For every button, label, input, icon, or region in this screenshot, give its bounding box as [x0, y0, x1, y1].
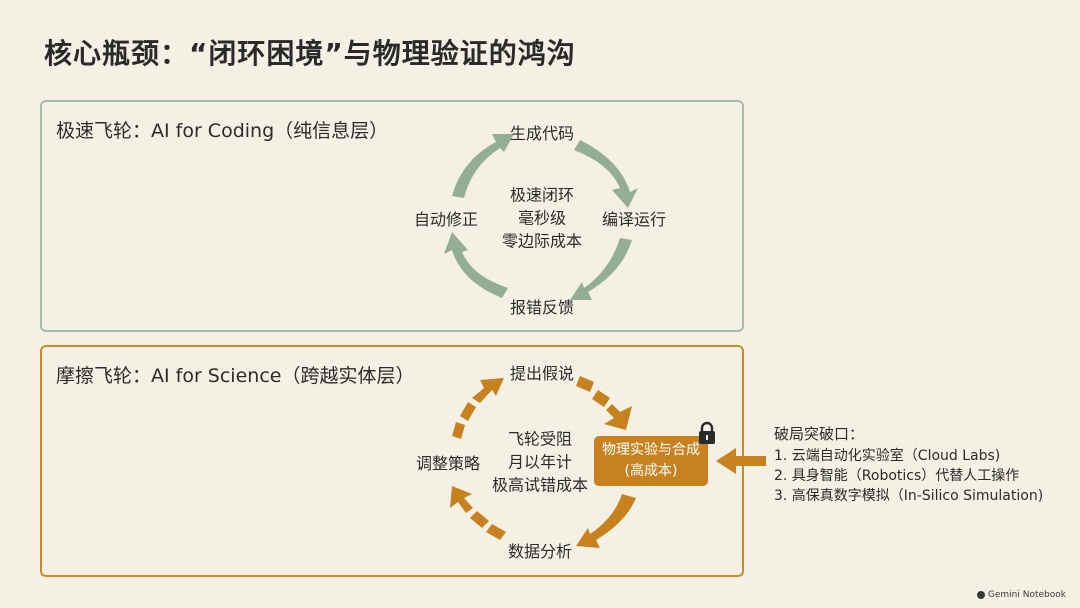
box-sublabel: (高成本)	[624, 463, 678, 479]
arrow-experiment-to-analysis	[576, 494, 636, 548]
arrow-fix-to-generate	[452, 134, 514, 198]
breakthrough-item: 3. 高保真数字模拟（In-Silico Simulation)	[774, 488, 1044, 504]
center-line: 飞轮受阻	[507, 429, 573, 449]
science-cycle-center: 飞轮受阻 月以年计 极高试错成本	[492, 428, 588, 497]
science-cycle-arrows	[450, 376, 766, 548]
node-compile-run: 编译运行	[601, 210, 667, 229]
center-line: 极速闭环	[509, 185, 575, 205]
arrow-generate-to-compile	[574, 140, 638, 208]
node-error-feedback: 报错反馈	[509, 298, 575, 317]
page-title: 核心瓶颈：“闭环困境”与物理验证的鸿沟	[44, 37, 576, 70]
node-generate-code: 生成代码	[509, 124, 575, 143]
coding-flywheel-panel: 极速飞轮：AI for Coding（纯信息层）	[40, 100, 744, 332]
arrow-compile-to-feedback	[570, 238, 632, 300]
center-line: 月以年计	[507, 452, 573, 472]
center-line: 极高试错成本	[491, 475, 589, 495]
breakthrough-item: 1. 云端自动化实验室（Cloud Labs)	[774, 448, 1001, 464]
box-label: 物理实验与合成	[602, 442, 700, 458]
arrow-feedback-to-fix	[444, 232, 508, 298]
arrow-hypothesis-to-experiment	[576, 376, 632, 430]
center-line: 零边际成本	[501, 231, 583, 251]
coding-panel-title: 极速飞轮：AI for Coding（纯信息层）	[56, 120, 389, 142]
breakthrough-list: 1. 云端自动化实验室（Cloud Labs) 2. 具身智能（Robotics…	[774, 446, 1043, 506]
center-line: 毫秒级	[517, 208, 567, 228]
node-auto-fix: 自动修正	[413, 210, 479, 229]
node-data-analysis: 数据分析	[507, 542, 573, 561]
arrow-strategy-to-hypothesis	[452, 378, 504, 439]
arrow-breakthrough-to-experiment	[716, 448, 766, 474]
node-hypothesis: 提出假说	[509, 364, 575, 383]
coding-cycle-center: 极速闭环 毫秒级 零边际成本	[502, 184, 582, 253]
science-panel-title: 摩擦飞轮：AI for Science（跨越实体层）	[56, 365, 415, 387]
watermark: Gemini Notebook	[976, 590, 1066, 600]
arrow-analysis-to-strategy	[450, 486, 506, 540]
coding-cycle-arrows	[444, 134, 638, 300]
gemini-logo-icon	[976, 591, 985, 599]
watermark-text: Gemini Notebook	[987, 590, 1066, 600]
node-adjust-strategy: 调整策略	[415, 454, 481, 473]
breakthrough-title: 破局突破口：	[774, 425, 865, 443]
lock-icon	[699, 421, 715, 444]
breakthrough-item: 2. 具身智能（Robotics）代替人工操作	[774, 468, 1020, 484]
physical-experiment-box: 物理实验与合成 (高成本)	[594, 436, 708, 486]
